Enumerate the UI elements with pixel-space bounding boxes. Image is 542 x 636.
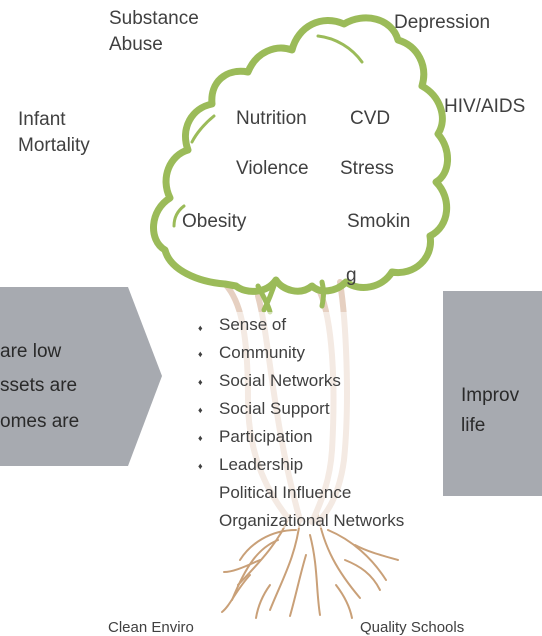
left-arrow-line-3: omes are: [0, 411, 80, 432]
bullet-dot: ♦: [198, 377, 203, 387]
trunk-item: Political Influence: [219, 483, 352, 502]
right-arrow-line-2: life: [461, 415, 486, 436]
trunk-item: Social Networks: [219, 371, 341, 390]
trunk-item: Sense of: [219, 315, 287, 334]
canopy-highlight-top: [316, 34, 364, 64]
canopy-outline: [150, 14, 451, 295]
bullet-dot: ♦: [198, 461, 203, 471]
right-arrow-box: Improv life: [443, 291, 542, 496]
trunk-item: Social Support: [219, 399, 330, 418]
bullet-dot: ♦: [198, 323, 203, 333]
label-substance-line-1: Substance: [109, 8, 199, 29]
bullet-dot: ♦: [198, 433, 203, 443]
left-arrow-box: are low ssets are omes are: [0, 287, 162, 466]
left-arrow-line-2: ssets are: [0, 375, 78, 396]
trunk-item: Leadership: [219, 455, 304, 474]
label-cvd: CVD: [350, 108, 391, 129]
label-substance-line-2: Abuse: [109, 34, 163, 56]
label-quality-schools: Quality Schools: [360, 619, 465, 636]
trunk-item: Community: [219, 343, 305, 362]
label-obesity: Obesity: [182, 211, 247, 232]
label-g: g: [346, 265, 357, 286]
label-violence: Violence: [236, 158, 309, 179]
canopy-highlight-low: [172, 204, 186, 228]
bullet-dot: ♦: [198, 349, 203, 359]
bullet-dot: ♦: [198, 405, 203, 415]
label-clean-enviro: Clean Enviro: [108, 619, 194, 636]
canopy-roots: [255, 277, 326, 315]
roots: [221, 514, 399, 619]
label-smokin: Smokin: [347, 211, 411, 232]
label-infant-line-2: Mortality: [18, 135, 90, 157]
label-depression: Depression: [394, 12, 491, 33]
left-arrow-line-1: are low: [0, 341, 62, 362]
right-arrow-line-1: Improv: [461, 385, 520, 406]
label-nutrition: Nutrition: [236, 108, 307, 129]
label-substance-abuse: Substance Abuse: [109, 6, 199, 58]
label-infant-mortality: Infant Mortality: [18, 107, 90, 159]
label-infant-line-1: Infant: [18, 109, 66, 130]
trunk-item: Organizational Networks: [219, 511, 405, 530]
canopy-highlight-left: [190, 114, 216, 144]
trunk-item: Participation: [219, 427, 313, 446]
trunk-bullet-list: [188, 312, 440, 528]
label-stress: Stress: [340, 158, 394, 179]
label-hiv-aids: HIV/AIDS: [444, 96, 526, 117]
